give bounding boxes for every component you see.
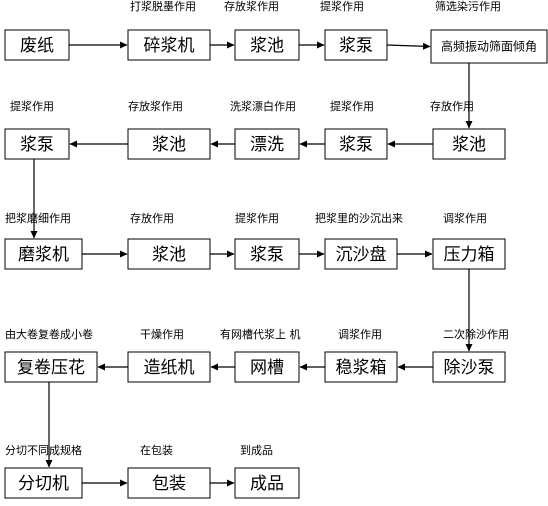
process-box [324,238,398,270]
process-label: 沉沙盘 [336,245,387,265]
process-caption: 分切不同成规格 [5,443,82,457]
process-caption: 筛选染污作用 [435,0,501,13]
process-node: 漂洗 洗浆漂白作用 [230,99,300,160]
process-caption: 把浆磨细作用 [5,211,71,225]
process-node: 废纸 [4,29,70,61]
process-label: 成品 [250,474,284,494]
process-node: 浆池 存放作用 [127,211,211,270]
process-box [234,128,300,160]
process-label: 废纸 [20,36,54,56]
process-node: 浆泵 提浆作用 [324,99,388,160]
process-caption: 存放浆作用 [224,0,279,13]
process-label: 浆池 [250,36,284,56]
process-caption: 提浆作用 [235,211,279,225]
process-node: 浆泵 提浆作用 [320,0,388,61]
process-label: 磨浆机 [18,245,69,265]
process-label: 碎浆机 [144,36,195,56]
process-node: 成品 到成品 [234,444,300,499]
process-caption: 存放作用 [430,99,474,113]
process-label: 漂洗 [250,135,284,155]
process-node: 分切机 分切不同成规格 [4,443,83,499]
process-box [234,29,300,61]
flow-arrow [386,42,431,50]
process-caption: 调浆作用 [338,327,382,341]
process-caption: 打浆脱墨作用 [130,0,196,13]
process-node: 包装 在包装 [127,444,211,499]
process-box [234,238,300,270]
process-label: 浆池 [452,135,486,155]
process-label: 高频振动筛面倾角 [441,39,537,54]
process-box [234,351,300,383]
process-box [324,29,388,61]
process-caption: 二次除沙作用 [443,327,509,341]
process-box [127,467,211,499]
process-node: 磨浆机 把浆磨细作用 [4,211,83,270]
process-node: 网槽 有网槽代浆上 机 [220,327,301,383]
process-node: 高频振动筛面倾角 筛选染污作用 [430,0,548,64]
process-label: 稳浆箱 [336,358,387,378]
process-box [4,29,70,61]
nodes-layer: 废纸碎浆机打浆脱墨作用浆池存放浆作用浆泵提浆作用高频振动筛面倾角筛选染污作用浆池… [4,0,548,499]
process-caption: 由大卷复卷成小卷 [5,327,93,341]
process-caption: 在包装 [140,444,173,457]
process-label: 复卷压花 [17,358,85,378]
process-box [127,128,211,160]
process-node: 浆池 存放浆作用 [127,99,211,160]
process-caption: 洗浆漂白作用 [230,99,296,113]
process-caption: 干燥作用 [140,328,184,341]
process-caption: 提浆作用 [10,99,54,113]
process-label: 包装 [152,474,186,494]
process-caption: 存放作用 [130,211,174,225]
process-box [432,351,506,383]
process-box [4,238,83,270]
process-caption: 到成品 [240,444,273,457]
process-label: 压力箱 [444,245,495,265]
edges-layer [30,41,473,487]
process-node: 沉沙盘 把浆里的沙沉出来 [315,211,403,270]
process-label: 造纸机 [144,358,195,378]
process-box [432,238,506,270]
process-box [324,351,398,383]
process-box [432,128,506,160]
process-node: 浆池 存放作用 [430,99,506,160]
process-node: 浆泵 提浆作用 [234,211,300,270]
process-box [324,128,388,160]
process-label: 浆泵 [339,135,373,155]
process-label: 浆池 [152,245,186,265]
process-box [127,351,211,383]
process-caption: 有网槽代浆上 机 [220,327,301,341]
process-caption: 提浆作用 [320,0,364,13]
process-box [430,29,548,64]
process-box [4,128,70,160]
process-label: 浆泵 [339,36,373,56]
process-label: 浆泵 [250,245,284,265]
process-node: 碎浆机 打浆脱墨作用 [127,0,211,61]
process-box [234,467,300,499]
process-node: 造纸机 干燥作用 [127,328,211,383]
process-caption: 存放浆作用 [128,99,183,113]
process-label: 分切机 [18,474,69,494]
process-label: 浆池 [152,135,186,155]
process-node: 复卷压花 由大卷复卷成小卷 [4,327,98,383]
process-label: 浆泵 [20,135,54,155]
process-label: 除沙泵 [444,358,495,378]
process-node: 浆泵 提浆作用 [4,99,70,160]
process-caption: 把浆里的沙沉出来 [315,211,403,225]
process-box [4,351,98,383]
process-caption: 调浆作用 [443,211,487,225]
process-label: 网槽 [250,358,284,378]
process-box [127,29,211,61]
process-caption: 提浆作用 [330,99,374,113]
process-node: 浆池 存放浆作用 [224,0,300,61]
process-box [127,238,211,270]
process-box [4,467,83,499]
